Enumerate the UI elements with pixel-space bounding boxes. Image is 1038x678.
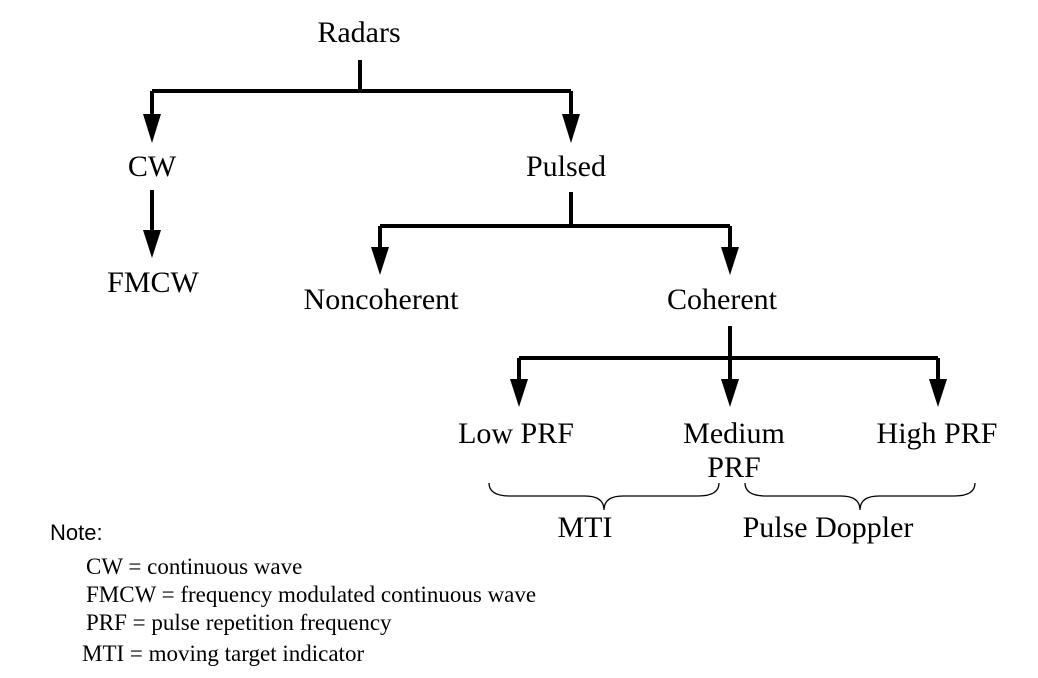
- node-noncoherent: Noncoherent: [304, 283, 460, 316]
- node-high-prf: High PRF: [877, 417, 998, 450]
- brace-pulse-doppler: [744, 482, 976, 511]
- arrowhead-medium-prf: [721, 379, 739, 407]
- connectors: [143, 60, 947, 407]
- note-line-mti: MTI = moving target indicator: [82, 641, 364, 666]
- arrowhead-fmcw: [143, 230, 161, 258]
- arrowhead-noncoherent: [371, 247, 389, 275]
- arrowhead-high-prf: [929, 379, 947, 407]
- group-label-mti: MTI: [558, 511, 613, 544]
- node-cw: CW: [128, 150, 177, 183]
- note-line-fmcw: FMCW = frequency modulated continuous wa…: [86, 582, 536, 607]
- note-line-cw: CW = continuous wave: [86, 554, 302, 579]
- note-line-prf: PRF = pulse repetition frequency: [86, 610, 392, 635]
- note-title: Note:: [50, 520, 103, 545]
- note-block: Note: CW = continuous wave FMCW = freque…: [50, 520, 536, 666]
- node-radars: Radars: [317, 16, 400, 49]
- node-coherent: Coherent: [667, 283, 778, 316]
- arrowhead-cw: [143, 114, 161, 143]
- group-label-pulse-doppler: Pulse Doppler: [743, 511, 914, 544]
- brace-mti: [488, 482, 720, 511]
- node-pulsed: Pulsed: [526, 150, 606, 183]
- node-medium-prf-line1: Medium: [683, 417, 785, 450]
- arrowhead-coherent: [721, 247, 739, 275]
- node-low-prf: Low PRF: [458, 417, 574, 450]
- arrowhead-pulsed: [562, 114, 580, 143]
- node-medium-prf-line2: PRF: [707, 451, 760, 484]
- node-fmcw: FMCW: [107, 266, 199, 299]
- arrowhead-low-prf: [510, 379, 528, 407]
